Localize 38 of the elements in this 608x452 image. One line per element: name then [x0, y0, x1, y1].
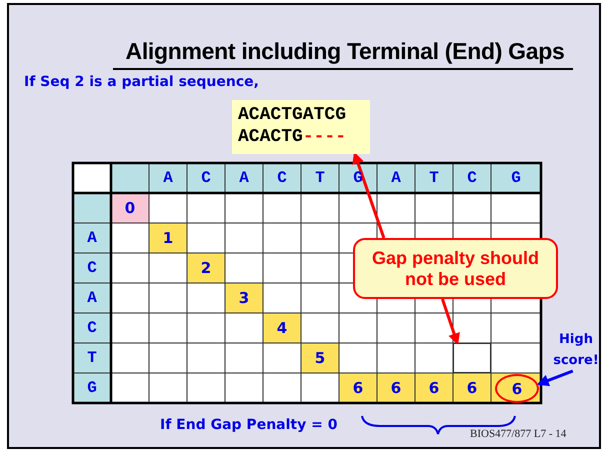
score-value: 6: [390, 378, 402, 399]
score-value: 6: [428, 378, 440, 399]
sequence-letter: A: [390, 168, 402, 189]
sequence-letter: C: [200, 168, 212, 189]
sequence-alignment-box: ACACTGATCG ACACTG----: [232, 100, 370, 154]
sequence-letter: C: [86, 318, 98, 339]
slide-title: Alignment including Terminal (End) Gaps: [124, 38, 566, 65]
sequence-letter: C: [276, 168, 288, 189]
sequence-letter: C: [466, 168, 478, 189]
sequence-letter: A: [162, 168, 174, 189]
sequence-letter: G: [352, 168, 364, 189]
sequence-letter: T: [314, 168, 326, 189]
sequence-letter: T: [428, 168, 440, 189]
sequence-letter: A: [86, 288, 98, 309]
score-value: 5: [314, 348, 326, 369]
sequence-letter: A: [86, 228, 98, 249]
arrow: [441, 298, 460, 346]
score-value: 0: [124, 198, 136, 219]
score-value: 3: [238, 288, 250, 309]
arrow: [536, 370, 574, 386]
sequence-letter: G: [86, 378, 98, 399]
note-text: If End Gap Penalty = 0: [160, 417, 338, 433]
score-value: 4: [276, 318, 288, 339]
score-value: 6: [466, 378, 478, 399]
note-text: If Seq 2 is a partial sequence,: [24, 74, 260, 90]
score-value: 6: [352, 378, 364, 399]
sequence-letter: T: [86, 348, 98, 369]
table-cell: [453, 343, 491, 373]
note-text: High score!: [548, 329, 604, 371]
sequence-letter: G: [510, 168, 522, 189]
sequence-letter: C: [86, 258, 98, 279]
callout-box: Gap penalty should not be used: [353, 238, 558, 299]
score-value: 1: [162, 228, 174, 249]
slide-footer: BIOS477/877 L7 - 14: [470, 428, 595, 440]
sequence-letter: A: [238, 168, 250, 189]
score-value: 2: [200, 258, 212, 279]
circled-score: 6: [495, 374, 539, 403]
arrow: [352, 152, 386, 238]
